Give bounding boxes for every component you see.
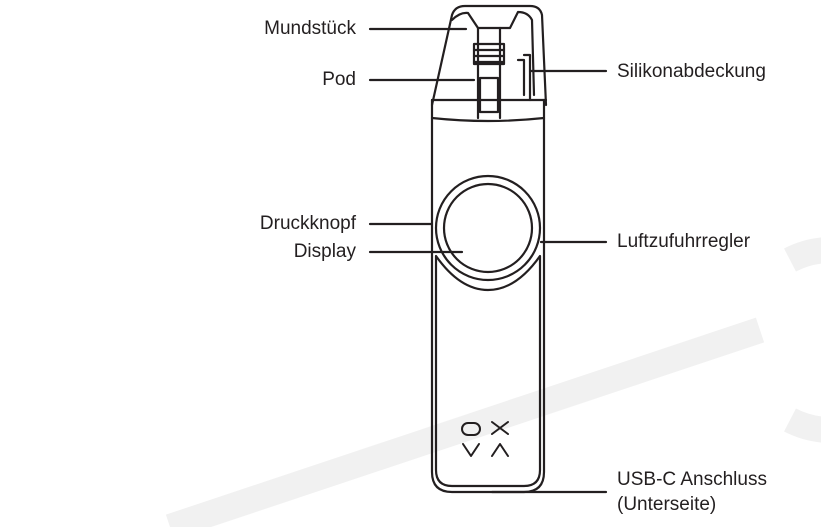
oxva-logo xyxy=(461,421,509,457)
label-push-button: Druckknopf xyxy=(259,213,356,234)
pod-coil-lines xyxy=(472,48,506,64)
display-window xyxy=(442,182,534,274)
mouthpiece-outline xyxy=(430,4,548,107)
watermark-band xyxy=(165,317,765,527)
label-mouthpiece: Mundstück xyxy=(264,18,356,39)
silicone-cover xyxy=(516,53,532,102)
label-display: Display xyxy=(293,241,356,262)
lower-panel xyxy=(434,254,542,488)
label-pod: Pod xyxy=(322,69,356,90)
push-button-ring xyxy=(434,174,542,282)
pod-window xyxy=(478,76,500,114)
device-body xyxy=(430,98,546,494)
body-shoulder xyxy=(430,116,546,123)
label-silicone-cover: Silikonabdeckung xyxy=(617,61,766,82)
label-usb-port: USB-C Anschluss xyxy=(617,469,767,490)
pod-coil xyxy=(472,42,506,66)
watermark-arc xyxy=(784,237,821,443)
pod-stem xyxy=(476,26,502,120)
label-airflow-control: Luftzufuhrregler xyxy=(617,231,751,252)
watermark xyxy=(165,237,821,527)
label-usb-port-location: (Unterseite) xyxy=(617,494,717,515)
mouthpiece-inner xyxy=(450,10,536,97)
